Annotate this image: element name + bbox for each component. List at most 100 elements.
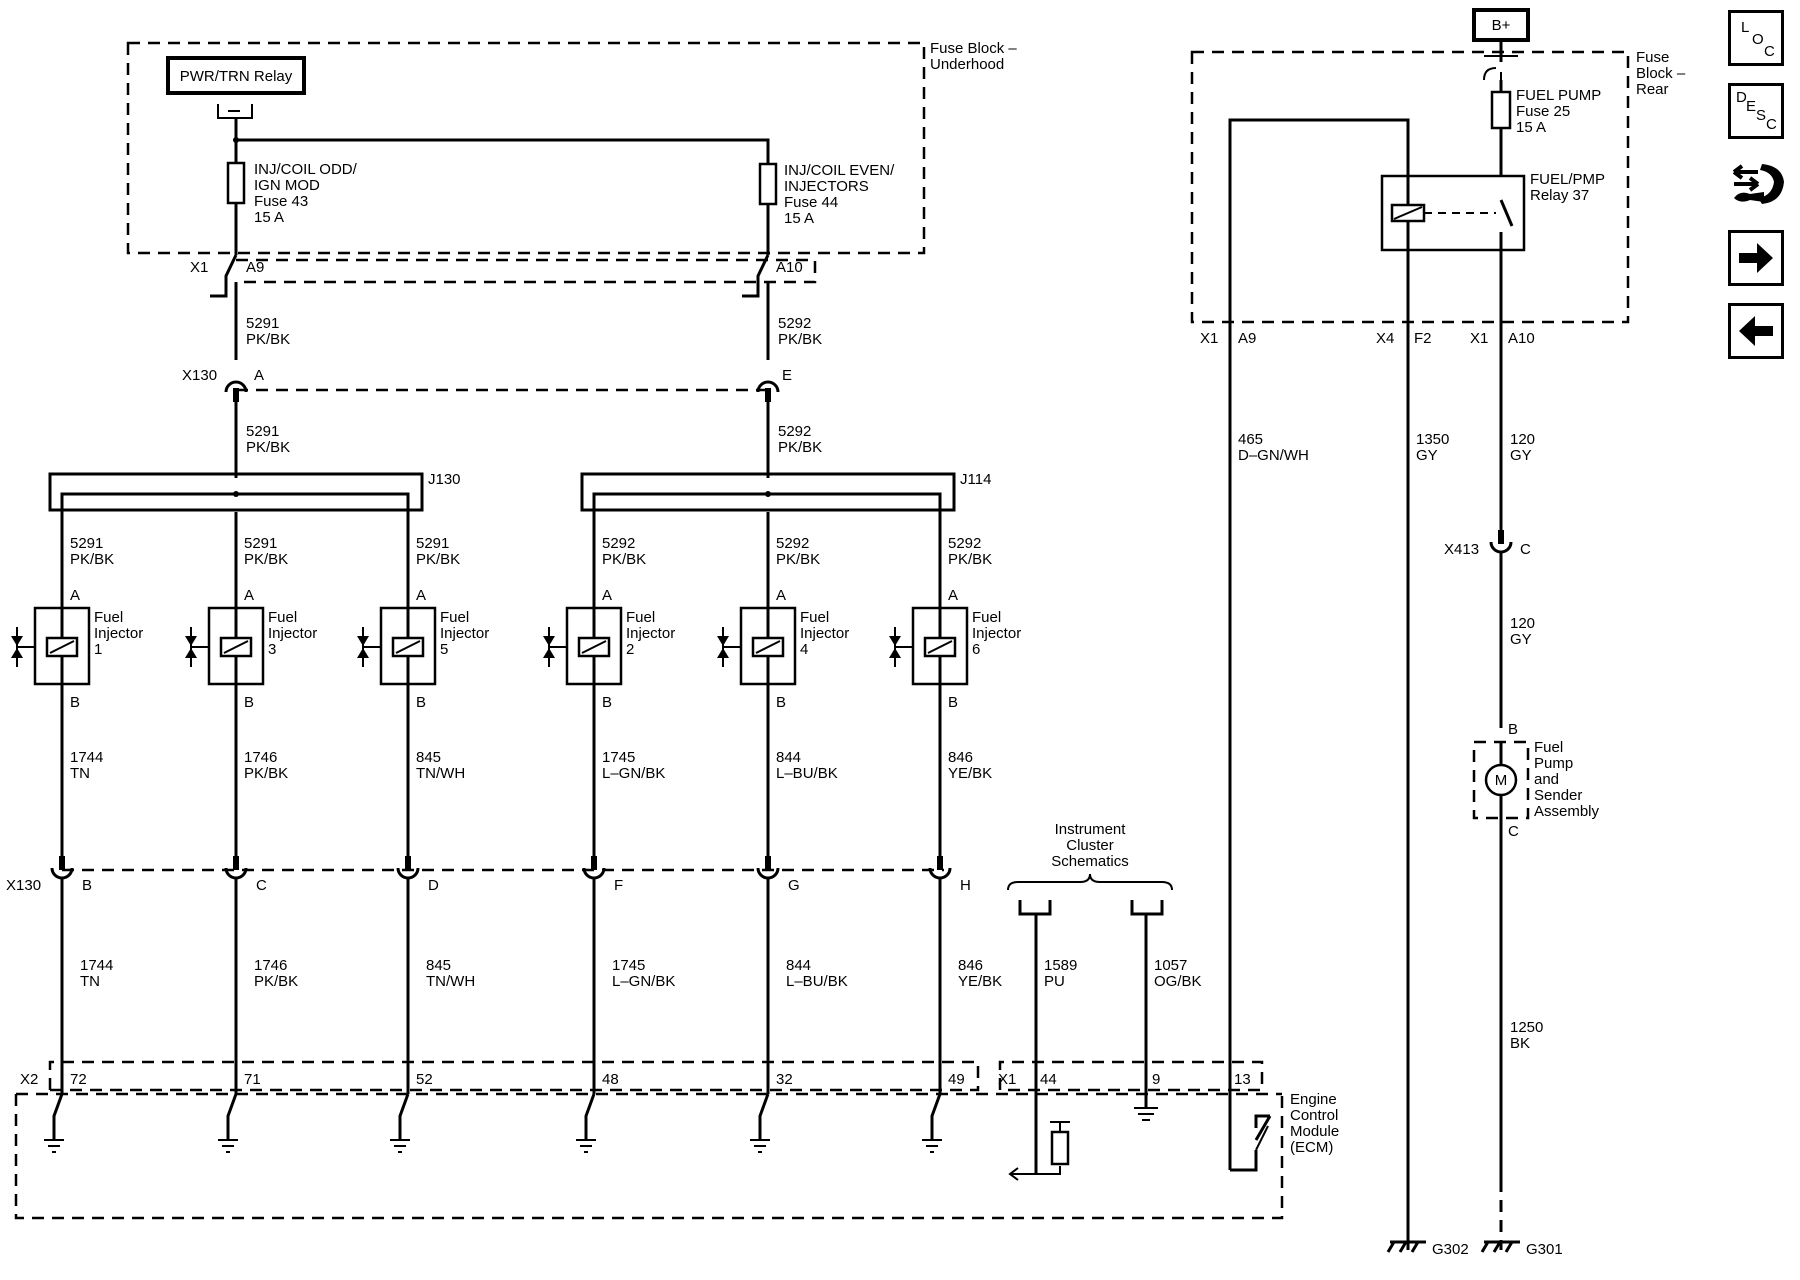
svg-text:Fuse 25: Fuse 25 (1516, 103, 1570, 120)
svg-text:FUEL PUMP: FUEL PUMP (1516, 87, 1601, 104)
svg-text:Pump: Pump (1534, 755, 1573, 772)
fuel-injector-2[interactable]: 5292PK/BKAFuelInjector2B1745L–GN/BKF1745… (543, 512, 675, 1153)
svg-text:D–GN/WH: D–GN/WH (1238, 447, 1309, 464)
svg-text:C: C (1520, 541, 1531, 558)
svg-text:5292: 5292 (602, 535, 635, 552)
svg-text:1744: 1744 (80, 957, 113, 974)
ground-g302 (1386, 1240, 1426, 1253)
fuel-pump-motor[interactable]: M (1472, 740, 1530, 820)
svg-text:A9: A9 (1238, 330, 1256, 347)
svg-text:Fuse 43: Fuse 43 (254, 193, 308, 210)
svg-text:1589: 1589 (1044, 957, 1077, 974)
svg-text:B: B (82, 877, 92, 894)
svg-text:PK/BK: PK/BK (244, 765, 288, 782)
svg-text:44: 44 (1040, 1071, 1057, 1088)
svg-text:48: 48 (602, 1071, 619, 1088)
svg-text:5292: 5292 (778, 315, 811, 332)
svg-text:(ECM): (ECM) (1290, 1139, 1333, 1156)
svg-text:5291: 5291 (416, 535, 449, 552)
svg-text:A: A (602, 587, 612, 604)
svg-text:G301: G301 (1526, 1241, 1563, 1258)
svg-text:13: 13 (1234, 1071, 1251, 1088)
svg-text:A: A (948, 587, 958, 604)
svg-text:X130: X130 (182, 367, 217, 384)
svg-text:1746: 1746 (254, 957, 287, 974)
navigation-toolbar: L O C D E S C (1728, 10, 1790, 376)
svg-text:X1: X1 (998, 1071, 1016, 1088)
svg-text:Cluster: Cluster (1066, 837, 1114, 854)
fuse-43[interactable] (226, 140, 246, 205)
svg-text:X130: X130 (6, 877, 41, 894)
fuel-pump-fuse-25[interactable] (1490, 90, 1512, 130)
svg-text:B: B (948, 694, 958, 711)
svg-text:120: 120 (1510, 431, 1535, 448)
svg-text:5291: 5291 (70, 535, 103, 552)
svg-text:GY: GY (1510, 447, 1532, 464)
svg-text:GY: GY (1510, 631, 1532, 648)
svg-text:L–GN/BK: L–GN/BK (602, 765, 665, 782)
svg-text:A: A (416, 587, 426, 604)
svg-text:Fuel: Fuel (626, 609, 655, 626)
fuel-injector-3[interactable]: 5291PK/BKAFuelInjector3B1746PK/BKC1746PK… (185, 512, 317, 1153)
svg-text:5291: 5291 (246, 423, 279, 440)
loc-button[interactable]: L O C (1728, 10, 1784, 66)
svg-text:5: 5 (440, 641, 448, 658)
svg-text:Instrument: Instrument (1055, 821, 1127, 838)
loc-icon-o: O (1752, 31, 1764, 48)
fuel-injector-6[interactable]: 5292PK/BKAFuelInjector6B846YE/BKH846YE/B… (889, 512, 1021, 1153)
svg-text:IGN MOD: IGN MOD (254, 177, 320, 194)
svg-text:72: 72 (70, 1071, 87, 1088)
svg-text:6: 6 (972, 641, 980, 658)
svg-text:49: 49 (948, 1071, 965, 1088)
loc-icon-l: L (1741, 19, 1750, 36)
fuel-injector-4[interactable]: 5292PK/BKAFuelInjector4B844L–BU/BKG844L–… (717, 512, 849, 1153)
svg-text:Sender: Sender (1534, 787, 1582, 804)
svg-text:INJ/COIL EVEN/: INJ/COIL EVEN/ (784, 162, 895, 179)
svg-text:Fuel: Fuel (972, 609, 1001, 626)
svg-text:844: 844 (786, 957, 811, 974)
previous-arrow-button[interactable] (1728, 303, 1784, 359)
svg-text:1745: 1745 (602, 749, 635, 766)
svg-text:TN/WH: TN/WH (416, 765, 465, 782)
desc-button[interactable]: D E S C (1728, 83, 1784, 139)
svg-text:5292: 5292 (948, 535, 981, 552)
pwr-trn-relay[interactable]: PWR/TRN Relay (166, 56, 306, 95)
fuse-44[interactable] (758, 162, 778, 206)
svg-text:YE/BK: YE/BK (958, 973, 1002, 990)
svg-text:X4: X4 (1376, 330, 1394, 347)
svg-text:X1: X1 (190, 259, 208, 276)
desc-icon-e: E (1746, 98, 1757, 115)
svg-text:1744: 1744 (70, 749, 103, 766)
svg-text:1746: 1746 (244, 749, 277, 766)
svg-text:PK/BK: PK/BK (416, 551, 460, 568)
fuel-injector-5[interactable]: 5291PK/BKAFuelInjector5B845TN/WHD845TN/W… (357, 512, 489, 1153)
svg-text:1: 1 (94, 641, 102, 658)
svg-text:PK/BK: PK/BK (244, 551, 288, 568)
svg-text:120: 120 (1510, 615, 1535, 632)
svg-text:A9: A9 (246, 259, 264, 276)
svg-text:Injector: Injector (94, 625, 143, 642)
svg-text:845: 845 (426, 957, 451, 974)
svg-text:B: B (70, 694, 80, 711)
svg-text:465: 465 (1238, 431, 1263, 448)
svg-text:FUEL/PMP: FUEL/PMP (1530, 171, 1605, 188)
svg-text:OG/BK: OG/BK (1154, 973, 1202, 990)
connector-tool-icon[interactable] (1728, 156, 1788, 216)
svg-text:Fuel: Fuel (800, 609, 829, 626)
svg-text:15 A: 15 A (784, 210, 814, 227)
svg-text:A: A (70, 587, 80, 604)
svg-text:Engine: Engine (1290, 1091, 1337, 1108)
fuel-pump-relay-37[interactable] (1380, 174, 1526, 252)
svg-text:J130: J130 (428, 471, 461, 488)
svg-text:1350: 1350 (1416, 431, 1449, 448)
next-arrow-button[interactable] (1728, 230, 1784, 286)
svg-text:Fuse: Fuse (1636, 49, 1669, 66)
svg-text:3: 3 (268, 641, 276, 658)
svg-text:INJECTORS: INJECTORS (784, 178, 869, 195)
svg-text:A10: A10 (1508, 330, 1535, 347)
svg-text:5291: 5291 (244, 535, 277, 552)
svg-text:1745: 1745 (612, 957, 645, 974)
svg-text:INJ/COIL ODD/: INJ/COIL ODD/ (254, 161, 358, 178)
battery-positive[interactable]: B+ (1472, 8, 1530, 42)
